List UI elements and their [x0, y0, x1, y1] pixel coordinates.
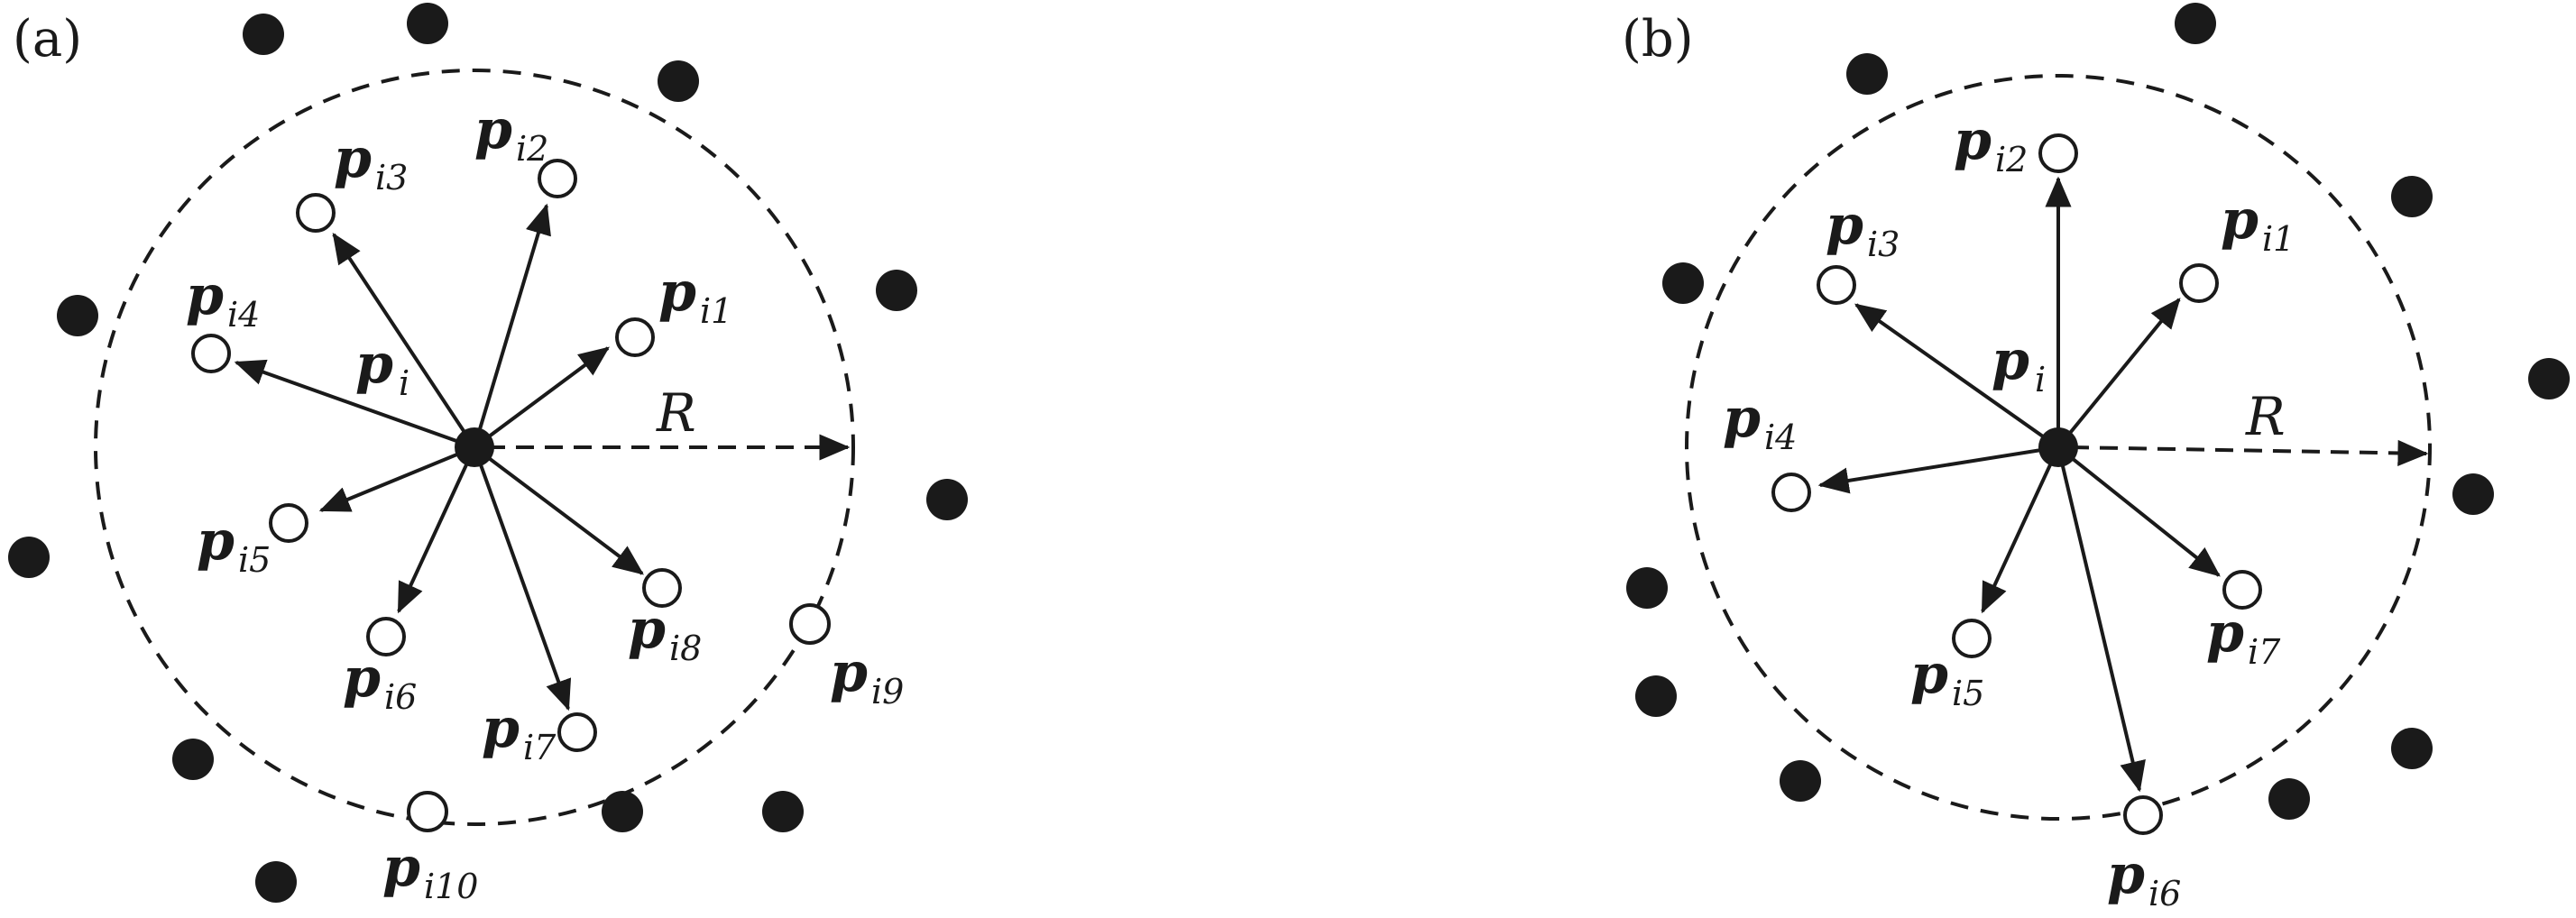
- point-a-i6: [366, 617, 406, 656]
- point-a-i2: [538, 159, 577, 198]
- vector-b-i3: [1854, 303, 2060, 449]
- point-b-i7: [2222, 570, 2262, 610]
- outside-point: [602, 791, 643, 832]
- outside-point: [762, 791, 804, 832]
- vector-a-i4: [234, 359, 475, 449]
- neighborhood-circle-a: [94, 69, 855, 826]
- vector-a-i3: [332, 232, 476, 449]
- vectors-b: [1817, 176, 2221, 793]
- outside-point: [172, 739, 214, 780]
- vector-b-i4: [1817, 445, 2059, 494]
- vector-b-i7: [2056, 445, 2221, 577]
- outside-point: [1635, 675, 1677, 717]
- point-b-i2: [2038, 133, 2078, 173]
- vector-a-i5: [318, 445, 475, 512]
- neighbor-points-a: [191, 159, 831, 832]
- panel-b: (b) R: [1622, 3, 2570, 913]
- outside-point: [2391, 176, 2433, 217]
- outside-point: [2528, 358, 2570, 399]
- center-point-a: [455, 427, 494, 467]
- vector-a-i6: [397, 446, 476, 614]
- panel-a-label: (a): [13, 10, 82, 69]
- point-b-i5: [1952, 619, 1992, 658]
- outside-point: [1780, 760, 1821, 802]
- outside-point: [407, 3, 448, 44]
- point-a-i8: [642, 568, 682, 608]
- neighbor-points-b: [1771, 133, 2262, 835]
- outside-points-a: [8, 3, 968, 903]
- point-b-i6: [2123, 795, 2163, 835]
- outside-point: [243, 14, 284, 55]
- outside-point: [876, 270, 917, 311]
- point-a-i10: [407, 791, 448, 832]
- point-a-i7: [557, 712, 597, 752]
- point-a-i3: [296, 193, 336, 233]
- vector-a-i2: [473, 203, 551, 448]
- outside-points-b: [1626, 3, 2570, 820]
- panel-b-label: (b): [1622, 10, 1694, 69]
- point-a-i5: [269, 503, 308, 543]
- radius-arrow-b: [2070, 439, 2429, 467]
- outside-point: [1662, 262, 1704, 304]
- outside-point: [658, 60, 699, 102]
- outside-point: [255, 861, 297, 903]
- outside-point: [2391, 728, 2433, 769]
- neighborhood-circle-b: [1685, 74, 2432, 821]
- vector-a-i1: [473, 346, 610, 449]
- vector-b-i6: [2056, 446, 2146, 793]
- vectors-a: [234, 203, 644, 711]
- outside-point: [2452, 473, 2494, 515]
- vector-a-i8: [473, 445, 644, 575]
- vector-b-i5: [1981, 446, 2060, 614]
- outside-point: [1626, 567, 1668, 609]
- outside-point: [1846, 53, 1888, 95]
- point-b-i3: [1817, 265, 1856, 305]
- panel-a: (a) R: [8, 3, 968, 906]
- point-b-i1: [2179, 263, 2219, 303]
- point-b-i4: [1771, 473, 1811, 512]
- point-a-i9: [789, 603, 831, 645]
- point-a-i4: [191, 334, 231, 373]
- radius-label-a: R: [656, 382, 696, 444]
- vector-b-i1: [2056, 298, 2181, 449]
- outside-point: [2175, 3, 2216, 44]
- point-a-i1: [615, 317, 655, 357]
- outside-point: [2268, 778, 2310, 820]
- vector-a-i7: [473, 446, 572, 711]
- radius-label-b: R: [2245, 386, 2286, 447]
- outside-point: [8, 537, 50, 578]
- outside-point: [926, 479, 968, 520]
- center-point-b: [2038, 427, 2078, 467]
- outside-point: [57, 295, 98, 336]
